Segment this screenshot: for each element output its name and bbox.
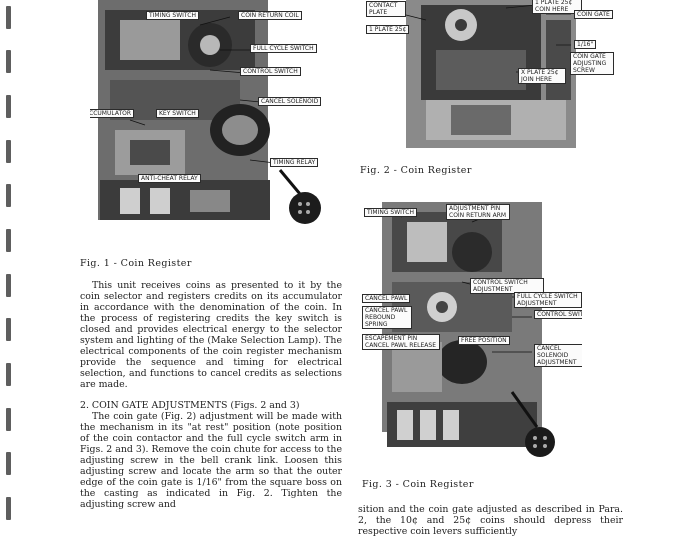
label-coin-gate: COIN GATE: [574, 10, 613, 19]
label-full-cycle-adjustment: FULL CYCLE SWITCH ADJUSTMENT: [514, 292, 582, 308]
label-coin-return-coil: COIN RETURN COIL: [238, 11, 302, 20]
label-cancel-solenoid-adjustment: CANCEL SOLENOID ADJUSTMENT: [534, 344, 582, 367]
left-column-text: This unit receives coins as presented to…: [80, 280, 342, 510]
label-adjusting-screw: COIN GATE ADJUSTING SCREW: [570, 52, 614, 75]
label-contact-plate: CONTACT PLATE: [366, 1, 406, 17]
section-body: The coin gate (Fig. 2) adjustment will b…: [80, 411, 342, 510]
label-cancel-pawl: CANCEL PAWL: [362, 294, 411, 303]
label-timing-switch: TIMING SWITCH: [146, 11, 199, 20]
fig1-photo: TIMING SWITCH COIN RETURN COIL FULL CYCL…: [90, 0, 330, 228]
label-sixteenth: 1/16": [574, 40, 597, 49]
intro-paragraph: This unit receives coins as presented to…: [80, 280, 342, 390]
binding-hole: [6, 408, 11, 431]
fig3-caption: Fig. 3 - Coin Register: [362, 479, 474, 490]
label-control-switch-adjustment: CONTROL SWITCH ADJUSTMENT: [470, 278, 544, 294]
binding-hole: [6, 497, 11, 520]
binding-hole: [6, 50, 11, 73]
fig2-photo: CONTACT PLATE 1 PLATE 25¢ 1 PLATE 25¢ CO…: [366, 0, 616, 150]
binding-hole: [6, 318, 11, 341]
binding-hole: [6, 6, 11, 29]
label-cancel-solenoid: CANCEL SOLENOID: [258, 97, 322, 106]
label-adjustment-pin: ADJUSTMENT PIN COIN RETURN ARM: [446, 204, 510, 220]
label-timing-relay: TIMING RELAY: [270, 158, 319, 167]
binding-hole: [6, 274, 11, 297]
label-accumulator: ACCUMULATOR: [90, 109, 135, 118]
label-full-cycle-switch: FULL CYCLE SWITCH: [250, 44, 317, 53]
label-plate-25-join: X PLATE 25¢ JOIN HERE: [518, 68, 566, 84]
label-timing-switch-3: TIMING SWITCH: [364, 208, 417, 217]
label-plate-25-left: 1 PLATE 25¢: [366, 25, 410, 34]
right-column-text: sition and the coin gate adjusted as des…: [358, 504, 623, 537]
section-heading: 2. COIN GATE ADJUSTMENTS (Figs. 2 and 3): [80, 400, 300, 411]
binding-hole: [6, 140, 11, 163]
fig3-photo: TIMING SWITCH ADJUSTMENT PIN COIN RETURN…: [362, 192, 582, 472]
binding-hole: [6, 452, 11, 475]
binding-hole: [6, 229, 11, 252]
binding-hole: [6, 95, 11, 118]
binding-hole: [6, 363, 11, 386]
binding-hole: [6, 184, 11, 207]
label-key-switch: KEY SWITCH: [156, 109, 199, 118]
label-control-switch: CONTROL SWITCH: [240, 67, 301, 76]
binding-holes: [0, 0, 26, 540]
label-cancel-pawl-rebound: CANCEL PAWL REBOUND SPRING: [362, 306, 412, 329]
label-free-position: FREE POSITION: [458, 336, 510, 345]
fig2-caption: Fig. 2 - Coin Register: [360, 165, 472, 176]
label-escapement-pin: ESCAPEMENT PIN CANCEL PAWL RELEASE: [362, 334, 440, 350]
label-plate-25-top: 1 PLATE 25¢ COIN HERE: [532, 0, 582, 14]
label-control-switch-3: CONTROL SWITCH: [534, 310, 582, 319]
fig1-caption: Fig. 1 - Coin Register: [80, 258, 192, 269]
label-anti-cheat-relay: ANTI-CHEAT RELAY: [138, 174, 201, 183]
